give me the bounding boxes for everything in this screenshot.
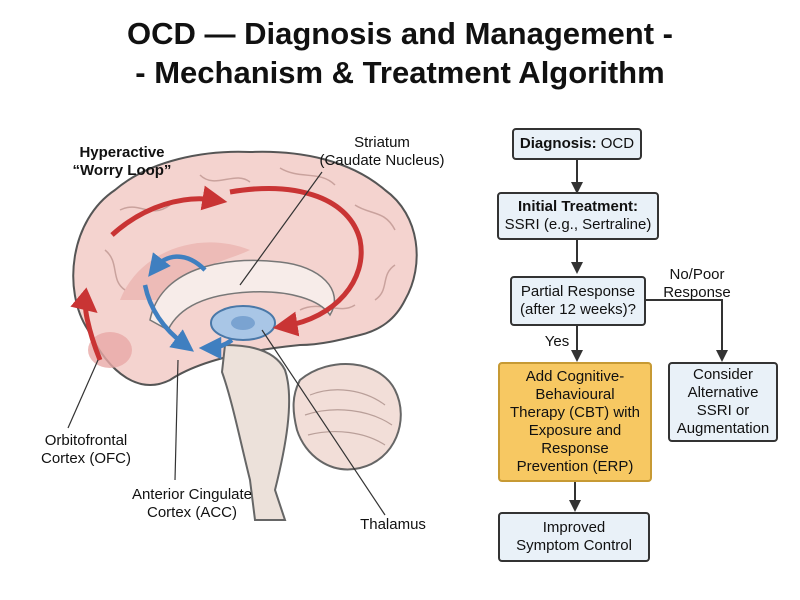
worry-loop-label: Hyperactive “Worry Loop”	[72, 144, 172, 179]
inner-loop-blue	[142, 252, 234, 360]
yes-label: Yes	[544, 333, 570, 350]
initial-treatment-box: Initial Treatment: SSRI (e.g., Sertralin…	[497, 192, 659, 240]
partial-response-box: Partial Response (after 12 weeks)?	[510, 276, 646, 326]
acc-highlight	[120, 242, 250, 300]
striatum-core	[231, 316, 255, 330]
gyri	[104, 167, 396, 311]
improved-control-box: Improved Symptom Control	[498, 512, 650, 562]
diagnosis-box: Diagnosis: OCD	[512, 128, 642, 160]
cbt-box: Add Cognitive- Behavioural Therapy (CBT)…	[498, 362, 652, 482]
title-line-1: OCD — Diagnosis and Management -	[126, 16, 673, 51]
page-title: OCD — Diagnosis and Management - - Mecha…	[0, 14, 800, 92]
cerebellum-folds	[304, 389, 393, 446]
arrow-partial-to-alternative	[645, 299, 728, 362]
alternative-box: Consider Alternative SSRI or Augmentatio…	[668, 362, 778, 442]
cerebellum	[292, 363, 402, 471]
leader-lines	[67, 171, 386, 516]
acc-label: Anterior Cingulate Cortex (ACC)	[131, 486, 253, 521]
thalamus-label: Thalamus	[360, 516, 426, 533]
brainstem	[220, 343, 291, 521]
striatum-label: Striatum (Caudate Nucleus)	[319, 134, 445, 169]
title-line-2: - Mechanism & Treatment Algorithm	[135, 55, 665, 90]
worry-loop-red	[70, 185, 364, 361]
ofc-label: Orbitofrontal Cortex (OFC)	[41, 432, 131, 467]
no-poor-response-label: No/Poor Response	[663, 266, 731, 301]
